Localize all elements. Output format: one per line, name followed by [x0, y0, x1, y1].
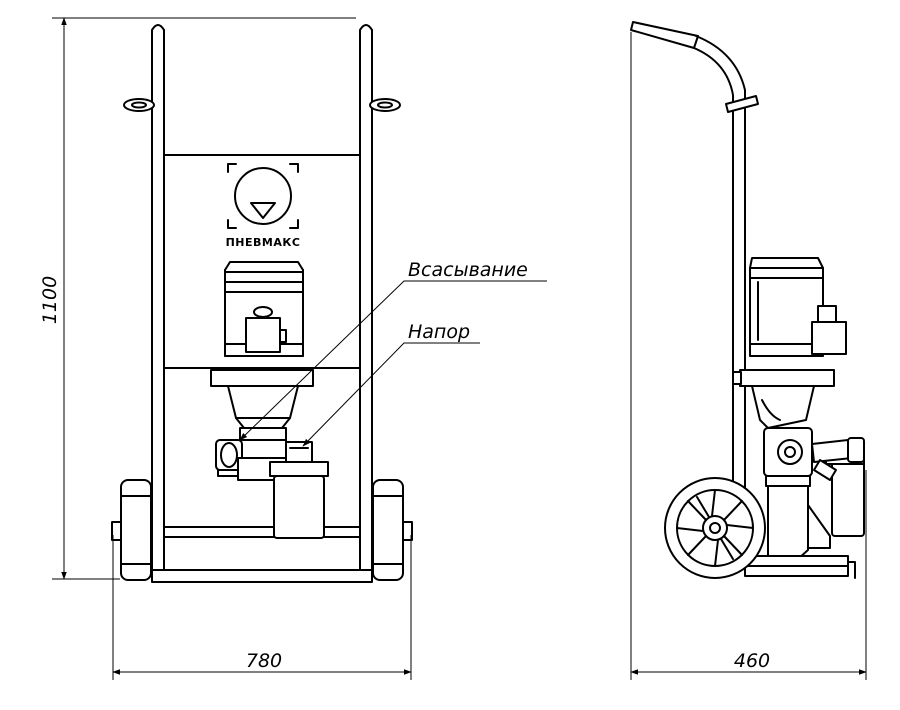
discharge-label: Напор	[408, 321, 470, 343]
front-handle-grips	[123, 98, 401, 112]
side-wheel	[664, 477, 766, 579]
brand-logo: ПНЕВМАКС	[226, 163, 301, 249]
front-view: ПНЕВМАКС	[39, 17, 547, 680]
front-wheel-left	[111, 479, 152, 581]
logo-text: ПНЕВМАКС	[226, 236, 301, 249]
depth-dimension-value: 460	[734, 650, 770, 672]
suction-label: Всасывание	[408, 259, 528, 281]
width-dimension-value: 780	[246, 650, 282, 672]
side-pump-housing	[751, 385, 815, 429]
side-motor	[749, 257, 847, 357]
front-motor	[224, 261, 304, 357]
height-dimension: 1100	[39, 17, 356, 580]
side-discharge-fitting	[811, 437, 865, 481]
depth-dimension: 460	[630, 32, 867, 680]
side-handle	[630, 21, 759, 561]
front-filter	[269, 441, 329, 539]
width-dimension: 780	[112, 535, 412, 680]
side-gear-pump	[763, 427, 813, 487]
front-suction-inlet	[215, 439, 243, 477]
front-leader-lines	[239, 280, 547, 447]
side-view: 460	[630, 21, 867, 680]
front-wheel-right	[372, 479, 413, 581]
side-mount-plate	[739, 369, 835, 387]
front-frame	[151, 24, 373, 583]
side-filter	[825, 451, 865, 537]
height-dimension-value: 1100	[39, 276, 61, 324]
side-frame-base	[744, 485, 856, 579]
